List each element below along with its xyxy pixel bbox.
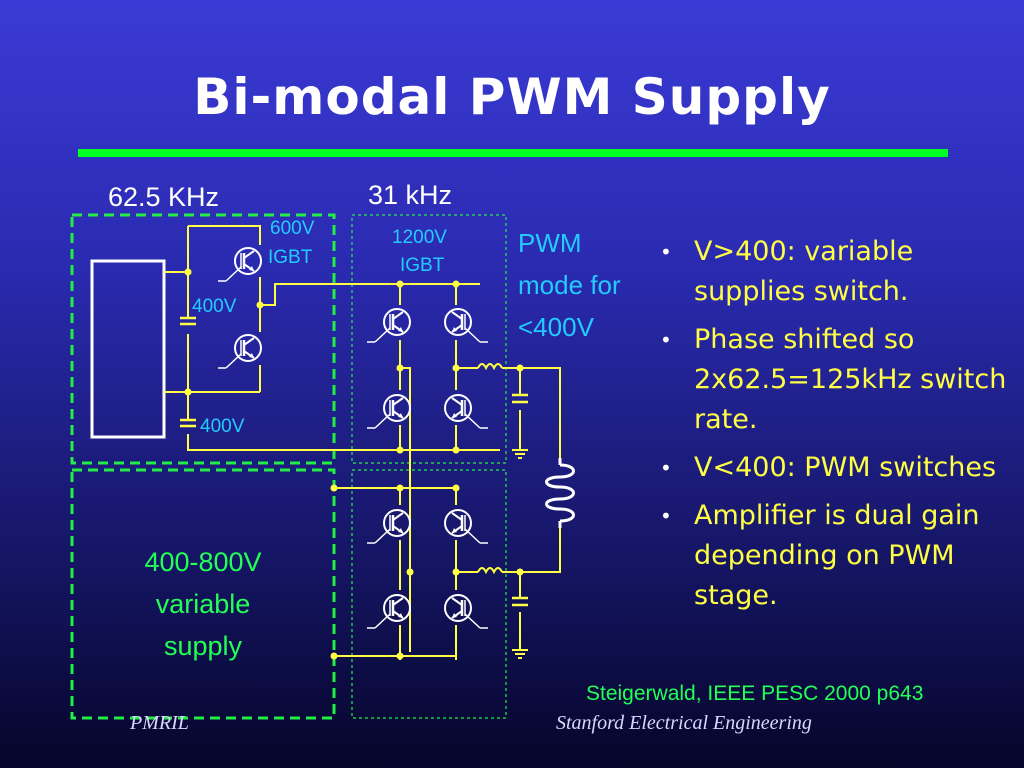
igbt-switch-icon xyxy=(216,246,263,283)
igbt-switch-icon xyxy=(365,593,412,630)
freq-left-label: 62.5 KHz xyxy=(108,182,220,212)
igbt-1200-label-2: IGBT xyxy=(400,255,445,276)
pwm-mode-label-1: PWM xyxy=(518,228,582,258)
bullet-item: • V>400: variable supplies switch. xyxy=(660,232,1010,312)
footer-left: PMRIL xyxy=(130,712,189,734)
igbt-switch-icon xyxy=(443,508,490,545)
bullet-item: • Amplifier is dual gain depending on PWM… xyxy=(660,496,1010,616)
variable-supply-label-2: variable xyxy=(155,589,251,619)
bullet-dot-icon: • xyxy=(660,328,672,352)
bullet-list: • V>400: variable supplies switch. • Phase… xyxy=(660,232,1010,624)
left-upper-dashed-box xyxy=(70,213,336,465)
right-upper-dashed-box xyxy=(351,214,507,464)
bullet-dot-icon: • xyxy=(660,240,672,264)
freq-right-label: 31 kHz xyxy=(368,180,453,210)
bullet-dot-icon: • xyxy=(660,456,672,480)
right-lower-dashed-box xyxy=(351,469,507,719)
igbt-switch-icon xyxy=(443,593,490,630)
igbt-switch-icon xyxy=(443,307,490,344)
variable-supply-label-1: 400-800V xyxy=(144,547,262,577)
bullet-dot-icon: • xyxy=(660,504,672,528)
left-lower-dashed-box xyxy=(70,468,336,720)
igbt-switch-icon xyxy=(216,333,263,370)
load-coil-icon xyxy=(545,458,575,528)
bullet-item: • Phase shifted so 2x62.5=125kHz switch r… xyxy=(660,320,1010,440)
variable-supply-label-3: supply xyxy=(163,631,243,661)
bullet-text: V<400: PWM switches xyxy=(694,452,997,483)
footer-right: Stanford Electrical Engineering xyxy=(556,712,812,734)
pwm-mode-label-3: <400V xyxy=(518,312,594,342)
igbt-switch-icon xyxy=(365,393,412,430)
source-block xyxy=(90,259,166,439)
citation: Steigerwald, IEEE PESC 2000 p643 xyxy=(586,682,924,705)
igbt-switch-icon xyxy=(365,307,412,344)
igbt-600-label-1: 600V xyxy=(270,218,315,239)
igbt-switch-icon xyxy=(365,508,412,545)
igbt-switch-icon xyxy=(443,393,490,430)
pwm-mode-label-2: mode for xyxy=(518,270,621,300)
igbt-1200-label-1: 1200V xyxy=(392,227,447,248)
slide-title: Bi-modal PWM Supply xyxy=(193,68,831,126)
bullet-text: V>400: variable supplies switch. xyxy=(694,236,914,307)
bullet-item: • V<400: PWM switches xyxy=(660,448,1010,488)
cap-upper-label: 400V xyxy=(192,296,237,317)
title-underline xyxy=(78,149,948,157)
igbt-600-label-2: IGBT xyxy=(268,247,313,268)
cap-lower-label: 400V xyxy=(200,416,245,437)
bullet-text: Amplifier is dual gain depending on PWM … xyxy=(694,500,980,611)
bullet-text: Phase shifted so 2x62.5=125kHz switch ra… xyxy=(694,324,1007,435)
